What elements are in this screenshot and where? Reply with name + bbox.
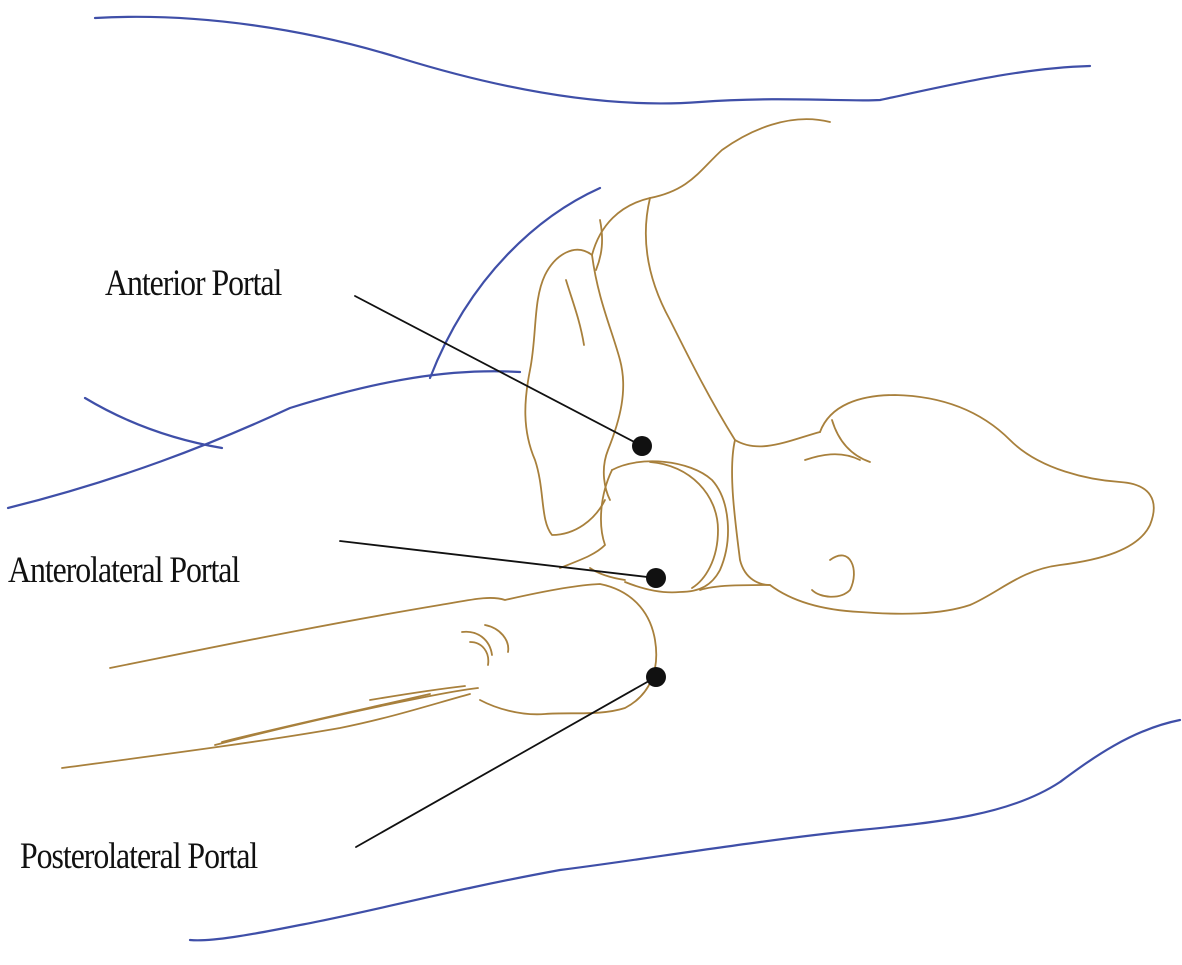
bone-outlines — [62, 119, 1154, 768]
skin-outline-top — [95, 17, 1090, 104]
skin-outline-crease — [85, 398, 222, 448]
skin-outlines — [8, 17, 1180, 940]
tibia-outline — [525, 119, 830, 535]
fibula-lower-edge-3 — [222, 686, 465, 742]
anterior-portal-label: Anterior Portal — [105, 265, 281, 302]
anterior-portal-marker — [632, 436, 652, 456]
fibula-outline — [110, 584, 656, 714]
anterolateral-portal-leader — [340, 541, 656, 578]
fibula-detail — [462, 625, 508, 665]
foot-bones-inner-3 — [732, 440, 770, 585]
talus-outline — [612, 461, 728, 592]
skin-outline-bottom — [190, 720, 1180, 940]
posterolateral-portal-marker — [646, 667, 666, 687]
portal-markers — [632, 436, 666, 687]
anterolateral-portal-label: Anterolateral Portal — [8, 552, 239, 589]
leader-lines — [340, 296, 656, 847]
tibia-right-edge — [646, 198, 820, 446]
anterolateral-portal-marker — [646, 568, 666, 588]
foot-bones-inner-1 — [805, 420, 870, 462]
foot-bones-outline — [700, 395, 1154, 614]
foot-bones-inner-2 — [812, 555, 854, 596]
fibula-lower-edge-2 — [215, 688, 478, 745]
anterior-portal-leader — [355, 296, 642, 446]
skin-outline-leg-upper — [8, 371, 520, 508]
posterolateral-portal-label: Posterolateral Portal — [20, 838, 257, 875]
tibia-inner-line — [592, 255, 623, 500]
